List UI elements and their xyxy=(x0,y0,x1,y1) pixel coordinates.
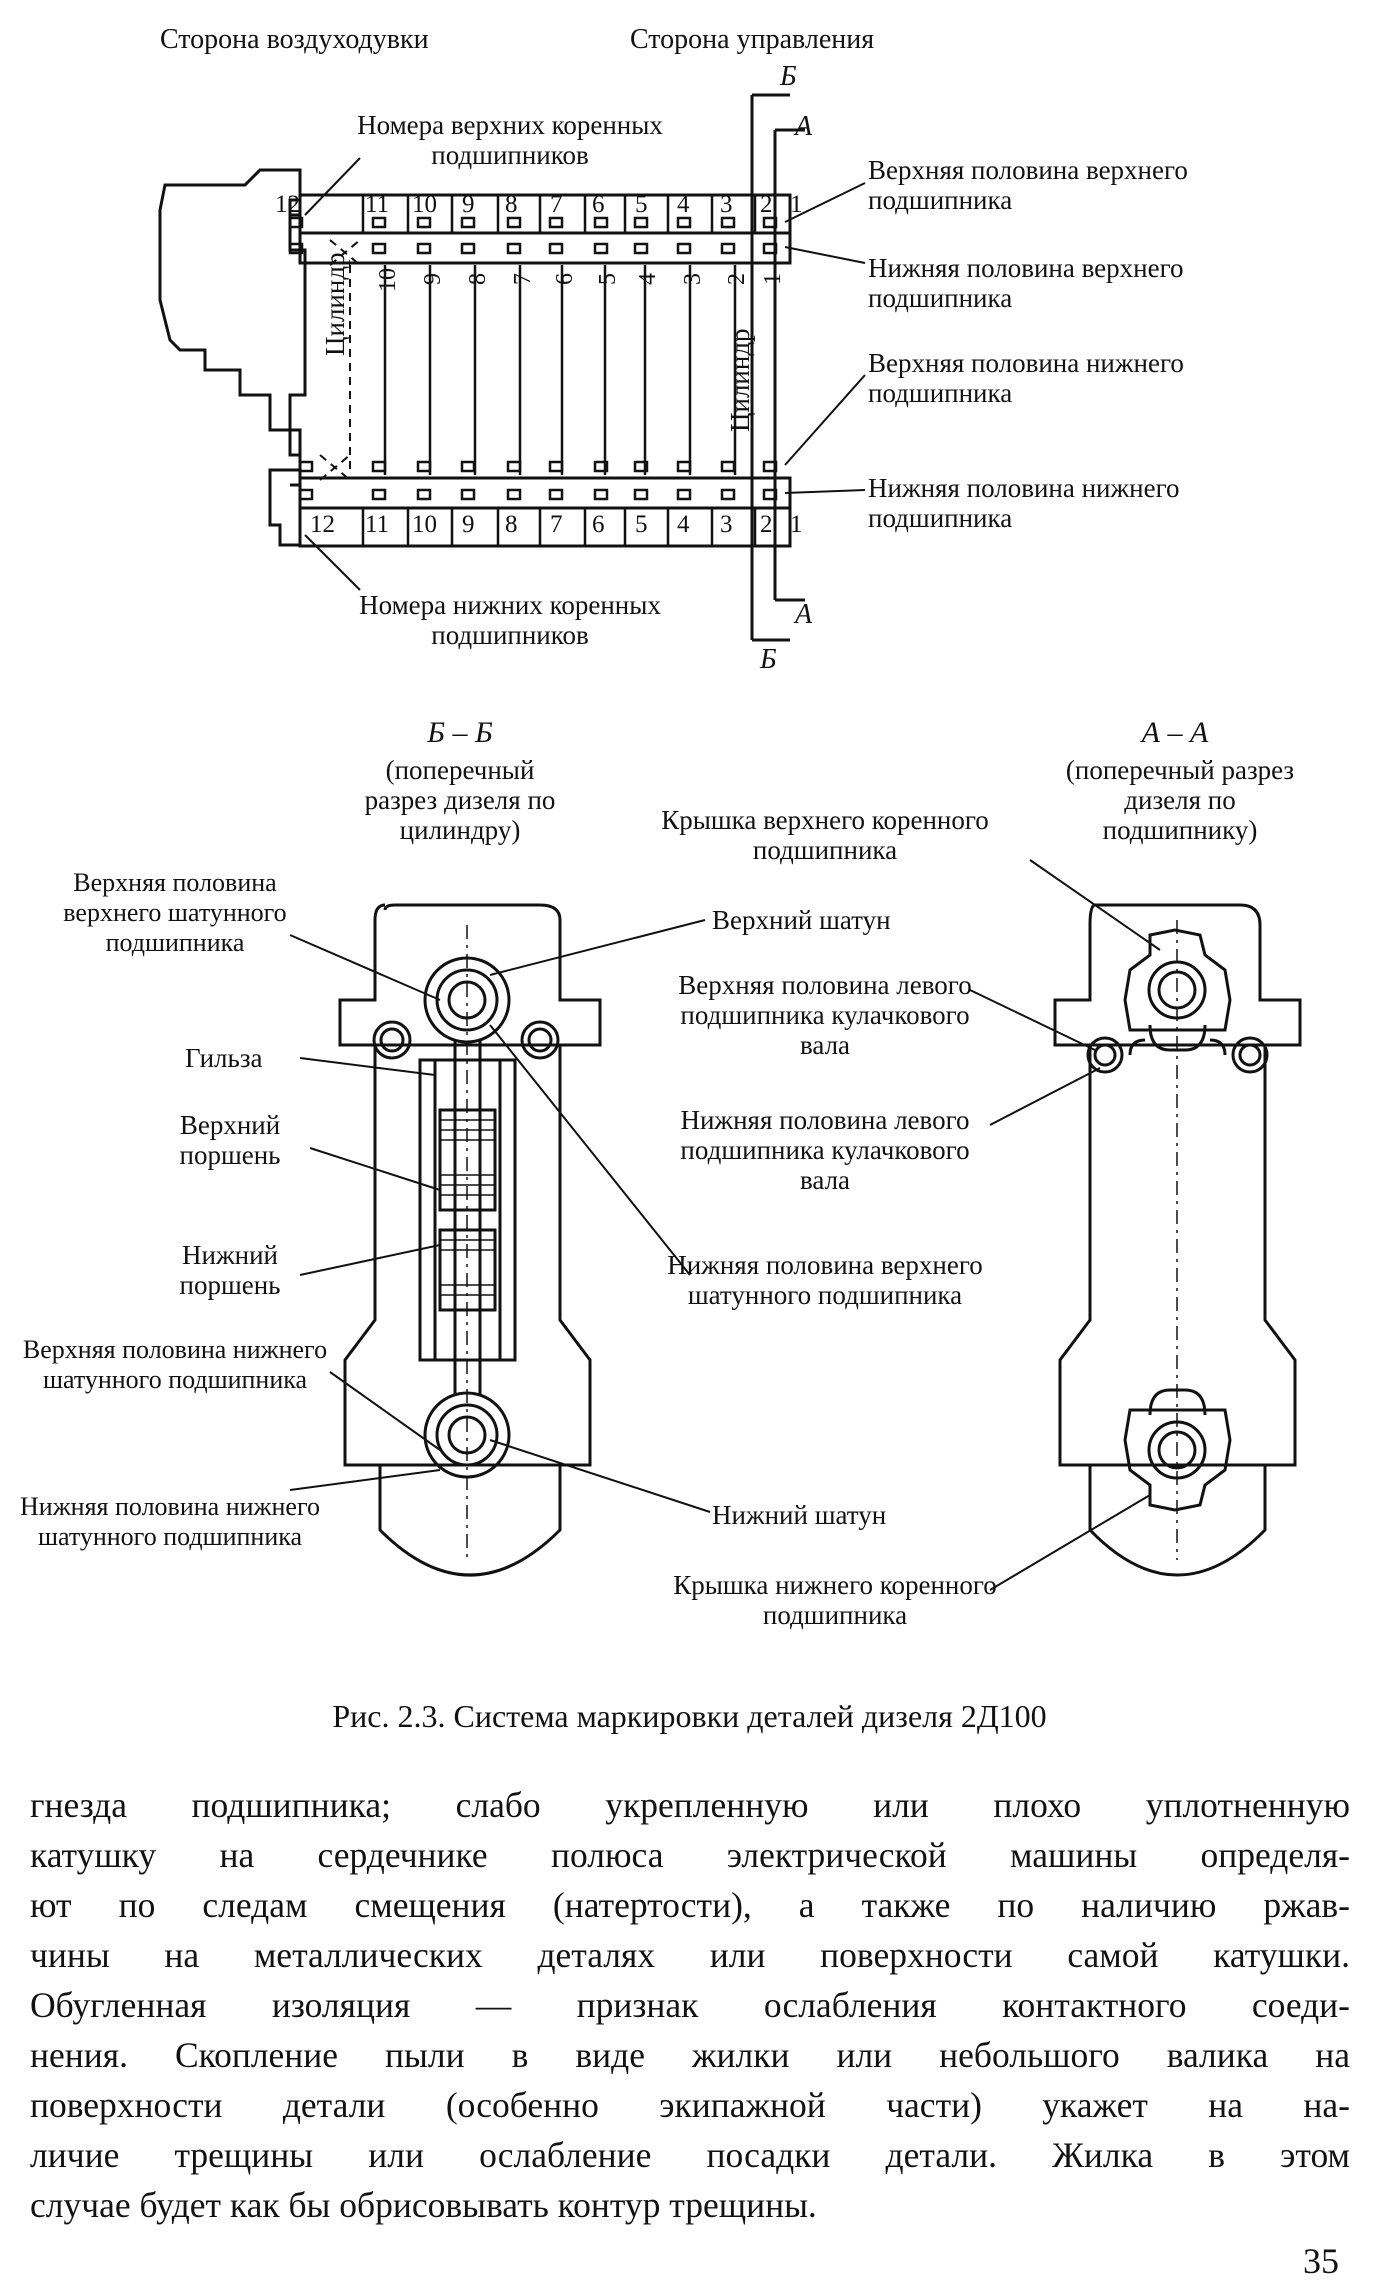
bearing-number: 9 xyxy=(462,191,475,218)
bearing-number: 10 xyxy=(412,191,437,218)
bearing-number: 8 xyxy=(505,191,518,218)
cylinder-left-label: Цилиндр xyxy=(320,252,350,356)
body-line: чины на металлических деталях или поверх… xyxy=(30,1935,1350,1975)
upper-half-upper-label: Верхняя половина верхнего подшипника xyxy=(868,155,1188,215)
bearing-number: 8 xyxy=(505,511,518,538)
label-upper-half-lower-conrod: Верхняя половина нижнего шатунного подши… xyxy=(22,1335,328,1394)
bearing-number: 1 xyxy=(790,191,803,218)
page-number: 35 xyxy=(1303,2241,1339,2281)
aa-leaders xyxy=(969,859,1161,1591)
dashed-cylinder-10 xyxy=(319,239,361,481)
body-line: Обугленная изоляция — признак ослабления… xyxy=(30,1985,1350,2025)
label-lower-half-left-cam: Нижняя половина левого подшипника кулачк… xyxy=(680,1105,970,1195)
label-upper-main-cap: Крышка верхнего коренного подшипника xyxy=(661,805,989,865)
bearing-number: 11 xyxy=(365,191,390,218)
section-aa-title: А – А xyxy=(1141,716,1209,749)
bearing-number: 11 xyxy=(365,511,390,538)
top-leaders xyxy=(304,157,866,591)
label-lower-half-upper-conrod: Нижняя половина верхнего шатунного подши… xyxy=(667,1250,983,1310)
figure-drawing xyxy=(158,93,1302,1591)
section-aa-drawing xyxy=(1053,903,1302,1577)
bearing-number: 12 xyxy=(275,191,300,218)
figure-2-3: Сторона воздуходувки Сторона управления … xyxy=(20,24,1302,1630)
bearing-number: 2 xyxy=(760,511,773,538)
section-bb-subtitle: (поперечный разрез дизеля по цилиндру) xyxy=(364,755,556,845)
bearing-number: 12 xyxy=(310,511,335,538)
cylinder-number: 7 xyxy=(510,273,536,285)
body-line: нения. Скопление пыли в виде жилки или н… xyxy=(30,2035,1350,2075)
bearing-number: 6 xyxy=(592,191,605,218)
body-paragraph: гнезда подшипника; слабо укрепленную или… xyxy=(30,1780,1350,2230)
lower-half-lower-label: Нижняя половина нижнего подшипника xyxy=(868,473,1180,533)
cylinder-number: 5 xyxy=(595,273,621,285)
cylinder-number: 3 xyxy=(680,273,706,285)
bearing-number: 7 xyxy=(550,191,563,218)
cylinder-number: 10 xyxy=(375,268,401,292)
cylinder-number: 1 xyxy=(760,273,786,285)
cylinder-number: 8 xyxy=(465,273,491,285)
lower-half-upper-label: Нижняя половина верхнего подшипника xyxy=(868,253,1184,313)
bearing-number: 5 xyxy=(635,511,648,538)
section-aa-subtitle: (поперечный разрез дизеля по подшипнику) xyxy=(1065,755,1295,845)
upper-bearing-numbers-label: Номера верхних коренных подшипников xyxy=(357,110,663,170)
cylinder-number: 6 xyxy=(552,273,578,285)
upper-half-lower-label: Верхняя половина нижнего подшипника xyxy=(868,348,1184,408)
bearing-dividers xyxy=(361,195,757,546)
bearing-marks xyxy=(288,216,778,501)
bearing-number: 3 xyxy=(720,511,733,538)
side-blower-label: Сторона воздуходувки xyxy=(160,24,429,55)
section-b-marker-bottom: Б xyxy=(760,644,777,675)
bearing-number: 4 xyxy=(677,511,690,538)
cylinder-number: 4 xyxy=(635,273,661,285)
figure-caption: Рис. 2.3. Система маркировки деталей диз… xyxy=(332,1698,1047,1734)
body-line: катушку на сердечнике полюса электрическ… xyxy=(30,1835,1350,1875)
label-upper-half-upper-conrod: Верхняя половина верхнего шатунного подш… xyxy=(63,868,287,957)
cylinder-number: 2 xyxy=(724,273,750,285)
section-a-marker-top: А xyxy=(795,111,813,142)
label-sleeve: Гильза xyxy=(185,1043,263,1073)
bearing-number: 6 xyxy=(592,511,605,538)
cylinder-lines xyxy=(383,265,777,475)
side-control-label: Сторона управления xyxy=(630,24,875,55)
section-bb-drawing xyxy=(338,903,602,1577)
body-line: ют по следам смещения (натертости), а та… xyxy=(30,1885,1350,1925)
label-lower-main-cap: Крышка нижнего коренного подшипника xyxy=(673,1570,997,1630)
bearing-number: 9 xyxy=(462,511,475,538)
body-line: гнезда подшипника; слабо укрепленную или… xyxy=(30,1785,1350,1825)
section-b-marker-top: Б xyxy=(780,61,797,92)
label-upper-half-left-cam: Верхняя половина левого подшипника кулач… xyxy=(678,970,972,1060)
label-lower-conrod: Нижний шатун xyxy=(712,1500,887,1530)
bearing-number: 10 xyxy=(412,511,437,538)
lower-bearing-numbers-label: Номера нижних коренных подшипников xyxy=(359,590,661,650)
bb-leaders xyxy=(289,919,711,1513)
body-line: случае будет как бы обрисовывать контур … xyxy=(30,2185,817,2225)
label-lower-piston: Нижний поршень xyxy=(179,1240,281,1300)
bearing-number: 4 xyxy=(677,191,690,218)
bearing-number: 7 xyxy=(550,511,563,538)
cylinder-number: 9 xyxy=(420,273,446,285)
cylinder-right-label: Цилиндр xyxy=(725,328,755,432)
label-upper-conrod: Верхний шатун xyxy=(712,905,891,935)
label-lower-half-lower-conrod: Нижняя половина нижнего шатунного подшип… xyxy=(20,1492,320,1551)
section-bb-title: Б – Б xyxy=(427,716,493,749)
label-upper-piston: Верхний поршень xyxy=(179,1110,281,1170)
section-a-marker-bottom: А xyxy=(795,599,813,630)
bearing-number: 5 xyxy=(635,191,648,218)
bearing-number: 3 xyxy=(720,191,733,218)
body-line: поверхности детали (особенно экипажной ч… xyxy=(30,2085,1350,2125)
bearing-number: 2 xyxy=(760,191,773,218)
section-lines xyxy=(750,93,805,642)
bearing-number: 1 xyxy=(790,511,803,538)
body-line: личие трещины или ослабление посадки дет… xyxy=(30,2135,1350,2175)
